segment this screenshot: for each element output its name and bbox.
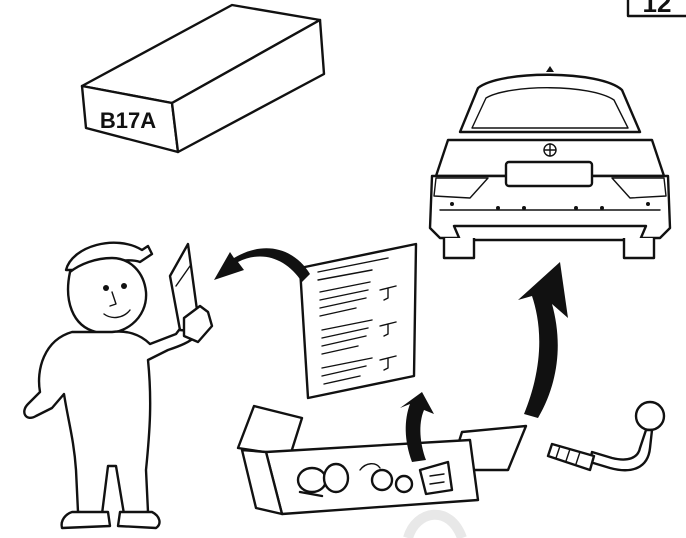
arrow-to-car-icon [518,262,568,418]
box-label: B17A [100,108,156,133]
tow-hook-symbol-icon [379,355,397,371]
instruction-sheet [298,242,418,400]
car-rear-view [428,66,672,260]
watermark [403,509,467,538]
arrow-to-mechanic-icon [214,248,310,282]
product-box: B17A [80,3,326,154]
license-plate [504,160,594,188]
tow-bar-ball [546,400,666,472]
page-number-tab: 12 [626,0,686,18]
tow-hook-symbol-icon [379,321,397,337]
tow-hook-symbol-icon [379,285,397,301]
parts-box [236,404,528,516]
arrow-from-box-icon [400,392,434,462]
mechanic-figure [23,241,214,530]
page-number: 12 [643,0,672,18]
